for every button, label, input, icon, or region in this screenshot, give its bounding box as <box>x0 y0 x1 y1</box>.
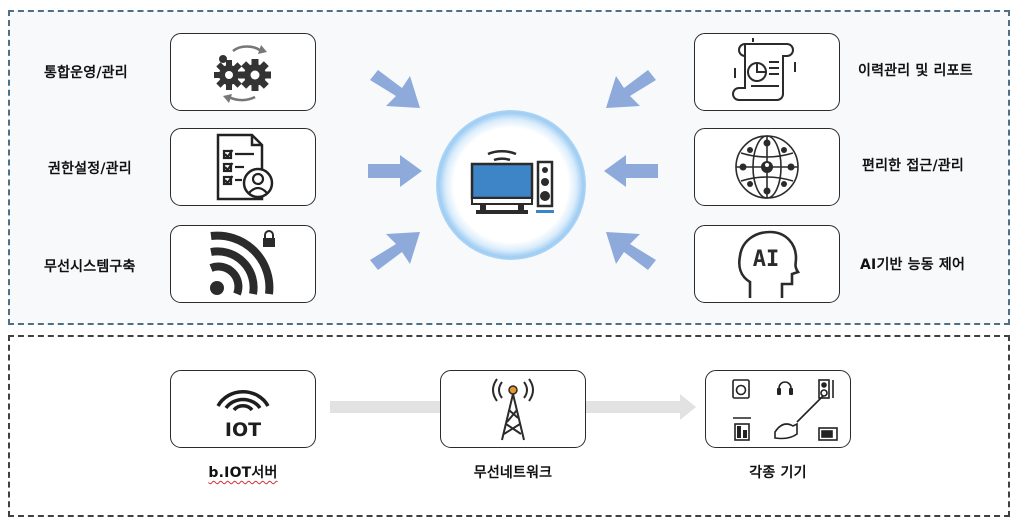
tile-iot-server: IOT <box>170 370 316 448</box>
ai-head-icon: AI <box>738 230 801 298</box>
tile-devices <box>705 370 851 448</box>
tile-permission-settings <box>170 128 316 206</box>
arrow-left-middle <box>368 155 422 187</box>
label-history-report: 이력관리 및 리포트 <box>858 63 973 79</box>
iot-server-label-text: b.IOT서버 <box>208 465 278 481</box>
iot-text: IOT <box>225 419 261 440</box>
devices-grid-icon <box>732 379 838 441</box>
label-devices: 각종 기기 <box>749 465 807 481</box>
monitor-wifi-speaker-icon <box>470 150 554 214</box>
label-convenient-access: 편리한 접근/관리 <box>862 158 964 174</box>
iot-wifi-icon: IOT <box>216 390 270 440</box>
report-scroll-icon <box>732 38 796 101</box>
label-ai-control: AI기반 능동 제어 <box>860 257 966 273</box>
arrow-right-bottom <box>606 232 656 270</box>
label-wireless-system: 무선시스템구축 <box>44 259 136 275</box>
tile-history-report <box>694 33 840 111</box>
checklist-user-icon <box>216 133 274 201</box>
label-integrated-operation: 통합운영/관리 <box>44 65 128 81</box>
arrow-left-bottom <box>370 232 420 270</box>
arrow-right-top <box>606 70 656 108</box>
tile-wireless-network <box>440 370 586 448</box>
gears-cycle-icon <box>214 45 271 103</box>
label-wireless-network: 무선네트워크 <box>473 465 553 481</box>
tile-integrated-operation <box>170 33 316 111</box>
tile-ai-control: AI <box>694 225 840 303</box>
tile-wireless-system <box>170 225 316 303</box>
arrow-left-top <box>370 70 420 108</box>
antenna-tower-icon <box>492 378 534 441</box>
ai-head-text: AI <box>753 247 780 272</box>
arrow-right-middle <box>604 155 658 187</box>
label-permission-settings: 권한설정/관리 <box>48 161 132 177</box>
tile-convenient-access <box>694 128 840 206</box>
label-iot-server: b.IOT서버 <box>208 462 277 482</box>
wireless-lock-icon <box>209 230 275 296</box>
globe-network-icon <box>735 135 799 199</box>
